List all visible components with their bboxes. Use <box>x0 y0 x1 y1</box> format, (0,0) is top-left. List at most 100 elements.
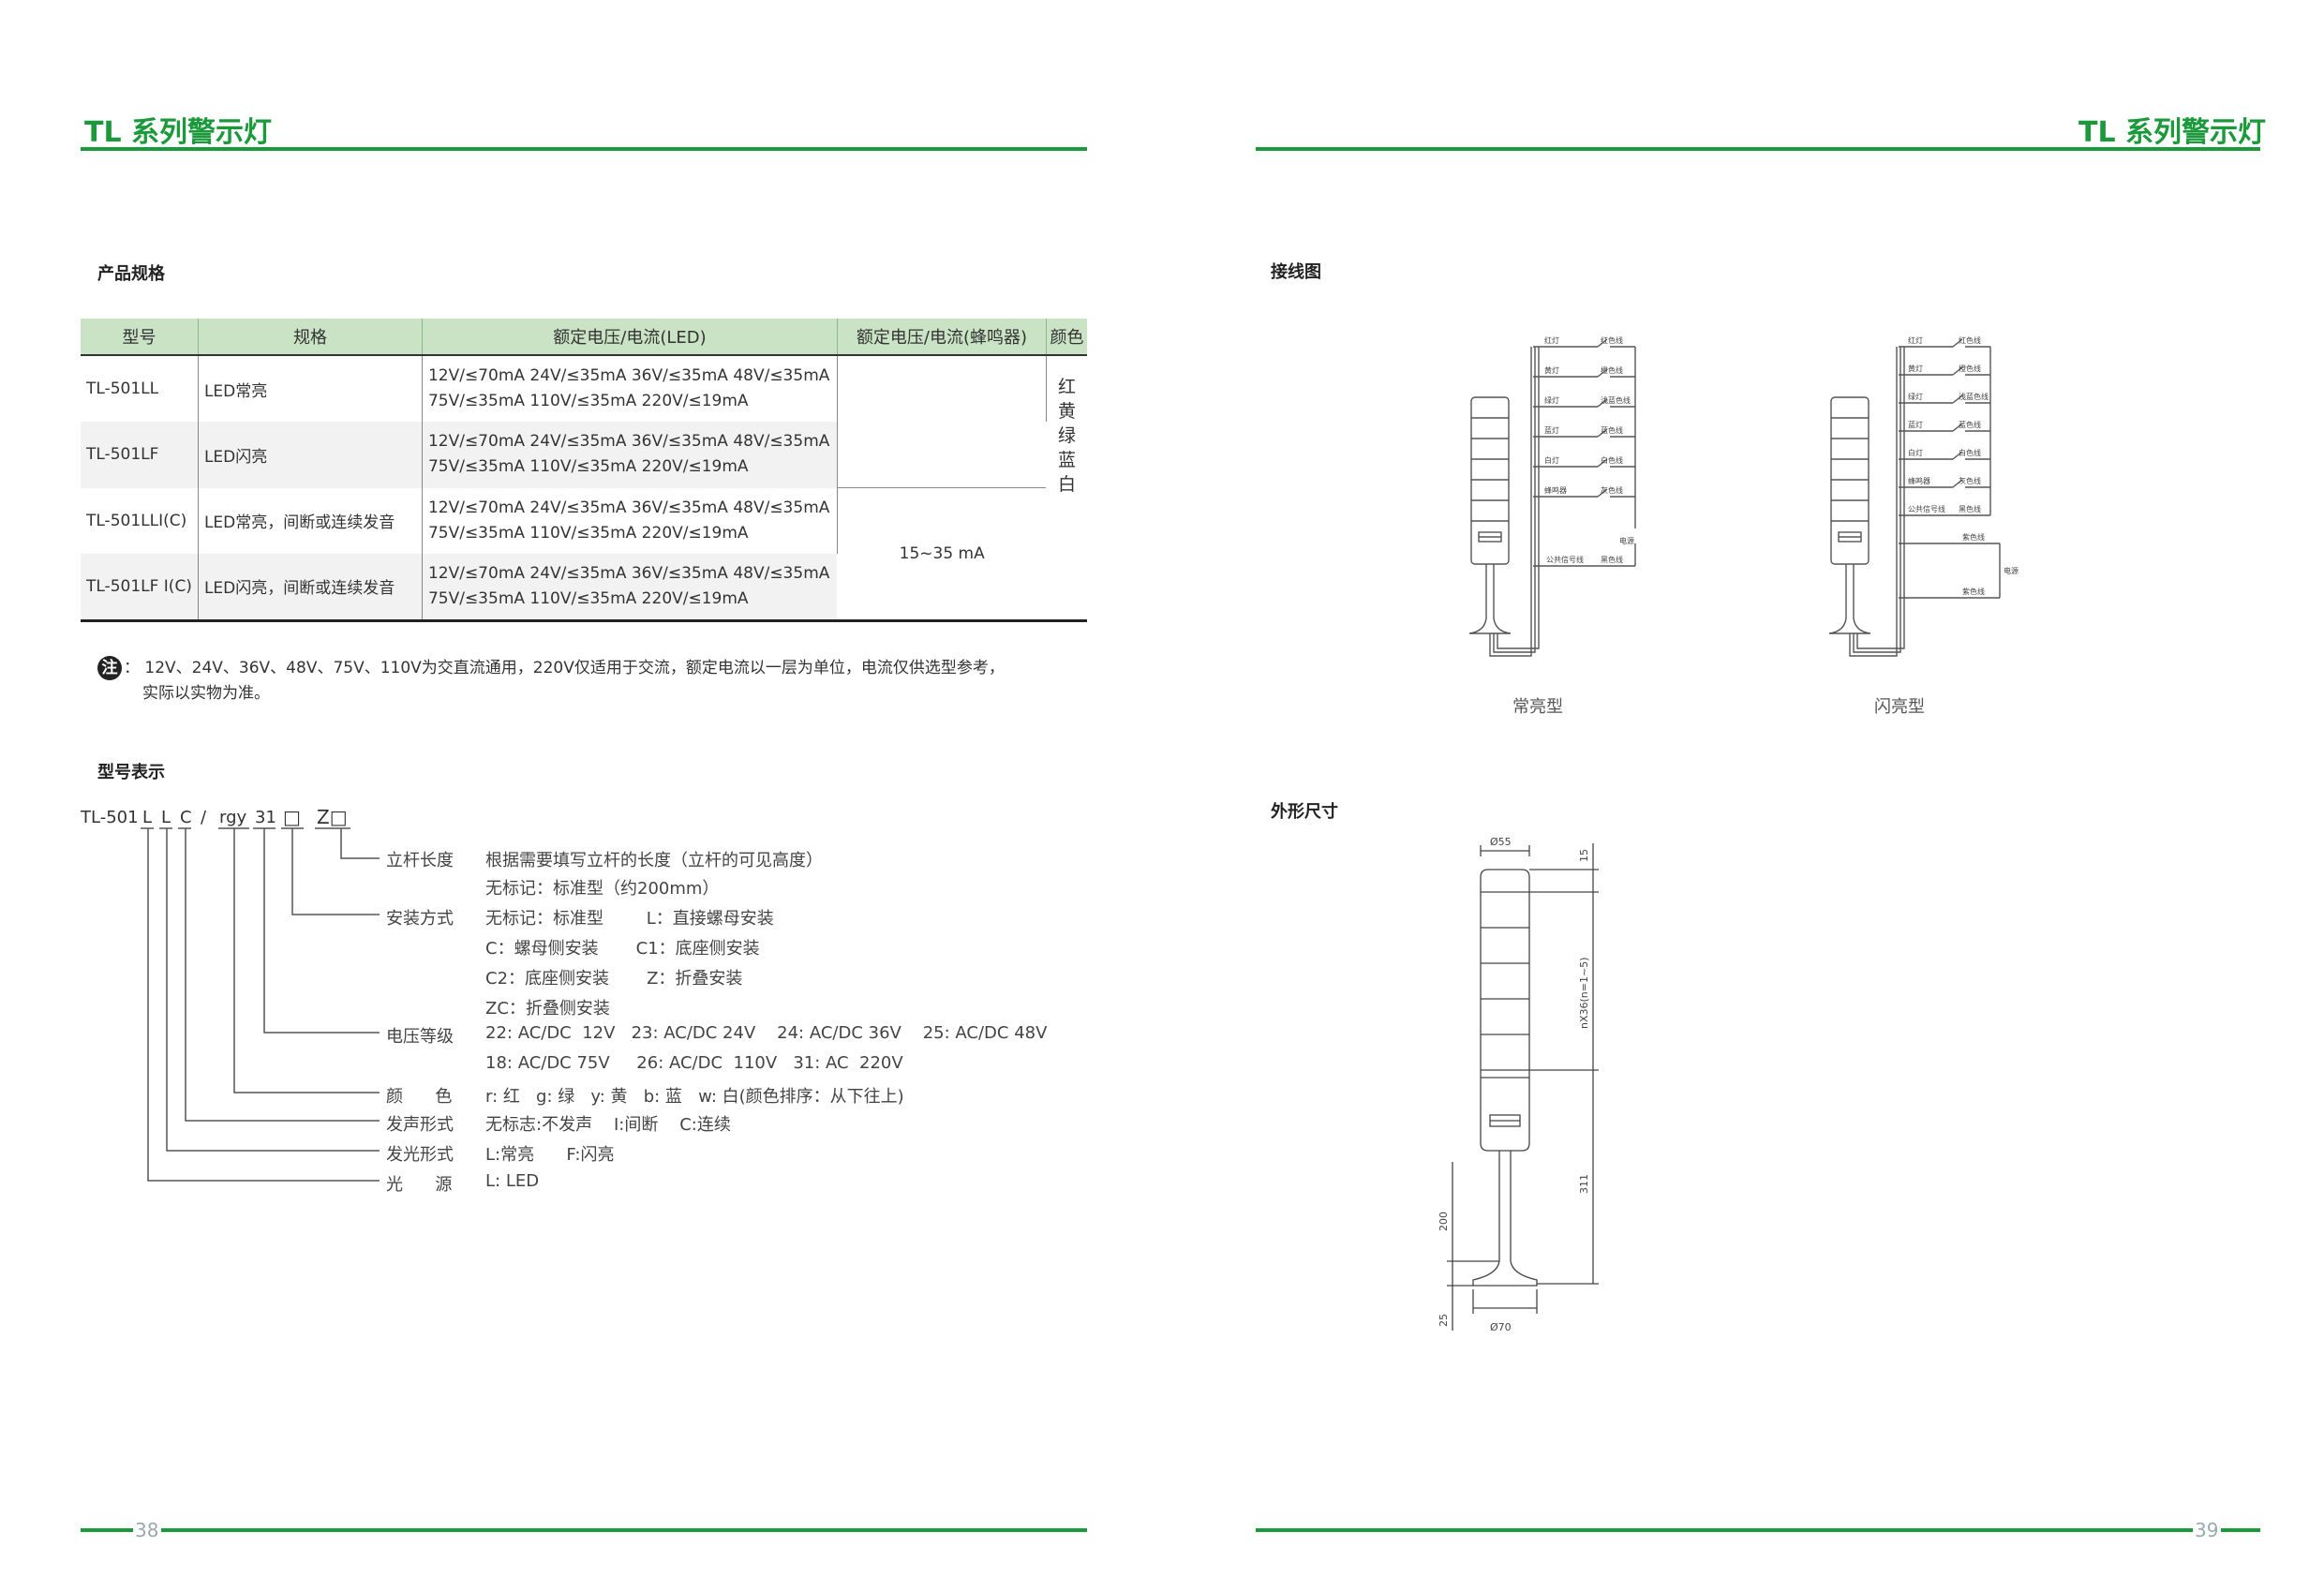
led-label: 蜂鸣器 <box>1908 476 1930 485</box>
brand-title-left: TL 系列警示灯 <box>84 116 273 149</box>
table-row: TL-501LF LED闪亮 12V/≤70mA 24V/≤35mA 36V/≤… <box>81 422 1087 488</box>
led-label: 公共信号线 <box>1908 504 1945 513</box>
table-row: TL-501LL LED常亮 12V/≤70mA 24V/≤35mA 36V/≤… <box>81 355 1087 495</box>
wiring-section-title: 接线图 <box>1271 262 1321 282</box>
led-label: 绿灯 <box>1544 395 1559 405</box>
wiring-diagram-steady: 红灯 黄灯 绿灯 蓝灯 白灯 蜂鸣器 红色线 橙色线 浅蓝色线 蓝色线 白色线 … <box>1468 335 1636 657</box>
voltage-line-2: 75V/≤35mA 110V/≤35mA 220V/≤19mA <box>427 457 749 477</box>
model-code-slash: / <box>201 808 207 827</box>
led-label: 黄灯 <box>1544 365 1559 375</box>
wiring-diagram-flash: 红灯 黄灯 绿灯 蓝灯 白灯 蜂鸣器 公共信号线 红色线 橙色线 浅蓝色线 蓝色… <box>1828 335 2019 657</box>
wire-label: 橙色线 <box>1959 364 1981 373</box>
legend-text: ZC：折叠侧安装 <box>485 999 610 1019</box>
tower-body <box>1830 396 1870 565</box>
wire-label: 红色线 <box>1601 335 1623 345</box>
model-code-p3: C <box>180 808 192 827</box>
dimension-section-title: 外形尺寸 <box>1271 802 1338 822</box>
dim-tier-height: nX36(n=1~5) <box>1578 958 1590 1030</box>
dim-311: 311 <box>1578 1174 1590 1194</box>
voltage-line-1: 12V/≤70mA 24V/≤35mA 36V/≤35mA 48V/≤35mA <box>427 563 830 583</box>
wire-label: 白色线 <box>1601 455 1623 465</box>
model-section-title: 型号表示 <box>97 763 165 782</box>
dim-200: 200 <box>1438 1212 1450 1231</box>
wire-label: 橙色线 <box>1601 365 1623 375</box>
wire-label: 蓝色线 <box>1959 420 1981 429</box>
power-label: 电源 <box>1619 536 1634 545</box>
led-label: 白灯 <box>1544 455 1559 465</box>
legend-label-color: 颜 色 <box>386 1087 453 1107</box>
spec-table: 型号 规格 额定电压/电流(LED) 额定电压/电流(蜂鸣器) 颜色 TL-50… <box>81 319 1087 622</box>
brand-title-right: TL 系列警示灯 <box>2078 116 2267 149</box>
wire-label: 白色线 <box>1959 448 1981 457</box>
voltage-line-1: 12V/≤70mA 24V/≤35mA 36V/≤35mA 48V/≤35mA <box>427 498 830 517</box>
note-mark-text: 注 <box>101 659 118 677</box>
model-code-p5: 31 <box>255 808 276 827</box>
footer-rule-right-2 <box>2221 1528 2260 1532</box>
legend-text: C：螺母侧安装 C1：底座侧安装 <box>485 939 760 959</box>
legend-label-light: 发光形式 <box>386 1145 454 1165</box>
legend-text: L: LED <box>485 1171 540 1191</box>
dim-base-diameter: Ø70 <box>1490 1321 1512 1333</box>
th-led: 额定电压/电流(LED) <box>422 319 838 355</box>
legend-text: 根据需要填写立杆的长度（立杆的可见高度） <box>485 851 823 870</box>
dim-top-height: 15 <box>1578 849 1590 862</box>
color-white: 白 <box>1057 474 1076 496</box>
wiring-caption-flash: 闪亮型 <box>1874 697 1925 717</box>
led-label: 白灯 <box>1908 448 1923 457</box>
wire-label: 蓝色线 <box>1601 425 1623 435</box>
wire-label: 紫色线 <box>1962 587 1985 596</box>
cell-spec: LED常亮 <box>198 355 423 422</box>
legend-text: 18: AC/DC 75V 26: AC/DC 110V 31: AC 220V <box>485 1053 903 1073</box>
cell-voltage: 12V/≤70mA 24V/≤35mA 36V/≤35mA 48V/≤35mA … <box>422 553 838 620</box>
common-label: 公共信号线 <box>1546 555 1584 564</box>
voltage-line-2: 75V/≤35mA 110V/≤35mA 220V/≤19mA <box>427 392 749 410</box>
cell-colors: 红 黄 绿 蓝 白 <box>1046 355 1087 620</box>
led-label: 黄灯 <box>1908 364 1923 373</box>
note-line-2: 实际以实物为准。 <box>142 684 270 703</box>
cell-spec: LED常亮，间断或连续发音 <box>198 487 423 554</box>
cell-buzzer-empty <box>837 355 1047 422</box>
cell-model: TL-501LF I(C) <box>81 553 199 620</box>
footer-rule-right <box>1256 1528 2193 1532</box>
cell-spec: LED闪亮，间断或连续发音 <box>198 553 423 620</box>
model-code-p1: L <box>142 808 153 827</box>
legend-label-voltage: 电压等级 <box>386 1027 454 1047</box>
model-code-p7: Z□ <box>317 806 348 828</box>
tower-body <box>1470 396 1510 565</box>
header-rule-left <box>81 147 1087 151</box>
wire-label: 浅蓝色线 <box>1959 392 1989 401</box>
led-label: 绿灯 <box>1908 392 1923 401</box>
legend-label-pole-length: 立杆长度 <box>386 851 454 870</box>
page-number-left: 38 <box>135 1519 159 1541</box>
model-code-p2: L <box>161 808 171 827</box>
dim-25: 25 <box>1438 1314 1450 1327</box>
led-label: 红灯 <box>1908 335 1923 345</box>
cell-spec: LED闪亮 <box>198 422 423 488</box>
model-code-p6: □ <box>283 806 301 828</box>
th-spec: 规格 <box>198 319 423 355</box>
wire-label: 红色线 <box>1959 335 1981 345</box>
footer-rule-left-2 <box>161 1528 1087 1532</box>
note-line-1: ： 12V、24V、36V、48V、75V、110V为交直流通用，220V仅适用… <box>124 659 1005 677</box>
legend-text: r: 红 g: 绿 y: 黄 b: 蓝 w: 白(颜色排序：从下往上) <box>485 1087 904 1107</box>
color-green: 绿 <box>1057 425 1076 447</box>
cell-voltage: 12V/≤70mA 24V/≤35mA 36V/≤35mA 48V/≤35mA … <box>422 422 838 488</box>
th-color: 颜色 <box>1046 319 1087 355</box>
cell-model: TL-501LL <box>81 355 199 422</box>
spec-section-title: 产品规格 <box>97 264 165 284</box>
voltage-line-2: 75V/≤35mA 110V/≤35mA 220V/≤19mA <box>427 523 749 543</box>
color-red: 红 <box>1057 377 1076 398</box>
table-row: TL-501LF I(C) LED闪亮，间断或连续发音 12V/≤70mA 24… <box>81 553 1087 620</box>
legend-text: L:常亮 F:闪亮 <box>485 1145 615 1165</box>
cell-buzzer: 15~35 mA <box>837 487 1047 620</box>
table-row: TL-501LLI(C) LED常亮，间断或连续发音 12V/≤70mA 24V… <box>81 487 1087 620</box>
color-yellow: 黄 <box>1057 401 1076 423</box>
wire-label: 黑色线 <box>1959 504 1981 513</box>
footer-rule-left <box>81 1528 133 1532</box>
wire-label: 浅蓝色线 <box>1601 395 1631 405</box>
wiring-caption-steady: 常亮型 <box>1512 697 1563 717</box>
led-label: 红灯 <box>1544 335 1559 345</box>
legend-text: 无标志:不发声 I:间断 C:连续 <box>485 1115 731 1135</box>
note-mark-icon: 注 <box>97 656 122 680</box>
dimension-drawing: Ø55 Ø70 15 nX36(n=1~5) 311 200 25 <box>1438 836 1599 1333</box>
